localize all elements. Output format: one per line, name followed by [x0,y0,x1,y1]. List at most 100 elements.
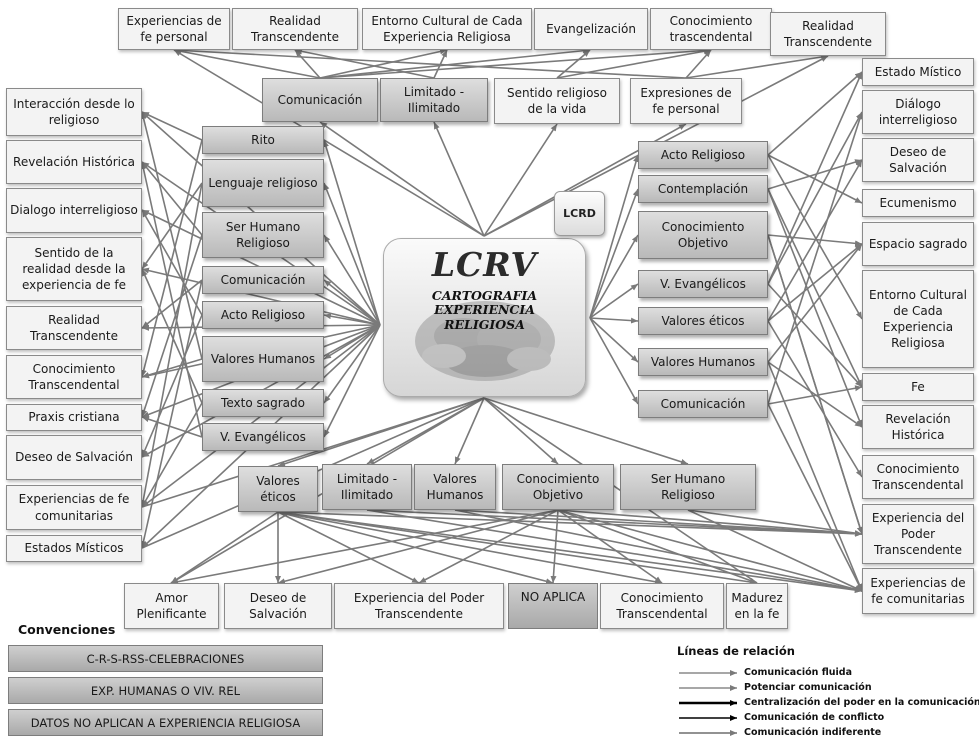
legend-title: Líneas de relación [677,644,795,658]
right-inner-comunicacion: Comunicación [638,390,768,418]
top-inner-limitado-ilimitado: Limitado - Ilimitado [380,78,488,122]
left-inner-texto-sagrado: Texto sagrado [202,389,324,417]
right-outer-experiencia-poder: Experiencia del Poder Transcendente [862,504,974,564]
left-inner-valores-humanos: Valores Humanos [202,336,324,382]
relation-line [277,509,559,585]
relation-line [173,47,687,79]
relation-line [323,279,381,326]
relation-line [687,509,863,537]
relation-line [277,511,863,594]
relation-line [767,159,863,322]
relation-line [767,71,863,156]
center-subtitle-line-2: EXPERIENCIA [434,302,535,318]
relation-line [277,511,420,584]
left-outer-deseo-salvacion: Deseo de Salvación [6,435,142,480]
center-subtitle: CARTOGRAFIA EXPERIENCIA RELIGIOSA [384,288,585,332]
relation-line [141,161,203,236]
bottom-inner-ser-humano-religioso: Ser Humano Religioso [620,464,756,510]
relation-line [685,54,829,79]
relation-line [767,154,863,204]
left-inner-v-evangelicos: V. Evangélicos [202,423,324,451]
left-outer-praxis-cristiana: Praxis cristiana [6,404,142,431]
relation-line [767,111,863,405]
right-outer-espacio-sagrado: Espacio sagrado [862,222,974,266]
hands-image [415,301,555,381]
relation-line [767,243,863,363]
left-inner-comunicacion: Comunicación [202,266,324,294]
relation-line [767,320,863,478]
relation-line [277,511,554,585]
relation-line [323,182,381,326]
relation-line [767,188,863,388]
relation-line [277,511,863,537]
relation-line [319,47,712,79]
legend-item-potenciar-comunicacion: Potenciar comunicación [744,682,872,693]
left-outer-conocimiento-transcendental: Conocimiento Transcendental [6,355,142,399]
relation-line [589,317,639,324]
center-node-lcrv: LCRV CARTOGRAFIA EXPERIENCIA RELIGIOSA [383,238,586,397]
center-title: LCRV [431,245,538,284]
relation-line [767,154,863,320]
right-outer-fe: Fe [862,373,974,401]
legend-item-comunicacion-fluida: Comunicación fluida [744,667,852,678]
relation-line [323,313,381,326]
relation-line [294,48,435,79]
relation-line [433,49,448,79]
relation-line [141,402,203,508]
left-inner-lenguaje-religioso: Lenguaje religioso [202,159,324,207]
relation-line [767,234,863,535]
relation-line [323,324,381,360]
center-subtitle-line-1: CARTOGRAFIA [431,288,538,303]
bottom-box-no-aplica: NO APLICA [508,583,598,629]
center-subtitle-line-3: RELIGIOSA [444,316,525,332]
relation-line [589,317,639,405]
top-inner-sentido-religioso: Sentido religioso de la vida [494,78,620,124]
relation-line [141,314,203,458]
right-inner-conocimiento-objetivo: Conocimiento Objetivo [638,211,768,259]
relation-line [433,121,485,237]
relation-line [141,268,203,404]
relation-line [173,48,321,79]
right-outer-estado-mistico: Estado Místico [862,58,974,86]
left-outer-interaccion-religioso: Interacción desde lo religioso [6,88,142,136]
top-box-experiencias-fe-personal: Experiencias de fe personal [118,8,230,50]
relation-line [767,188,863,428]
left-inner-rito: Rito [202,126,324,154]
relation-line [140,111,203,360]
relation-line [767,234,863,247]
relation-line [294,49,321,79]
top-inner-expresiones-fe: Expresiones de fe personal [630,78,742,124]
left-outer-sentido-realidad: Sentido de la realidad desde la experien… [6,237,142,301]
relation-line [277,511,758,585]
relation-line [687,509,863,592]
bottom-box-conocimiento-transcendental: Conocimiento Transcendental [600,583,724,629]
bottom-box-madurez-fe: Madurez en la fe [726,583,788,629]
relation-line [323,324,381,438]
relation-line [767,234,863,535]
relation-line [767,403,863,592]
relation-line [319,121,485,237]
relation-line [557,509,863,593]
relation-line [170,509,559,585]
relation-line [767,385,863,405]
relation-line [418,509,559,584]
bottom-inner-limitado-ilimitado: Limitado - Ilimitado [322,464,412,510]
relation-line [141,416,203,438]
right-outer-ecumenismo: Ecumenismo [862,189,974,217]
right-inner-acto-religioso: Acto Religioso [638,141,768,169]
relation-line [767,111,863,285]
right-outer-deseo-salvacion: Deseo de Salvación [862,138,974,182]
left-outer-estados-misticos: Estados Místicos [6,535,142,562]
bottom-box-experiencia-poder: Experiencia del Poder Transcendente [334,583,504,629]
relation-line [767,283,863,388]
relation-line [323,139,381,326]
relation-line [767,71,863,285]
legend-item-centralizacion-poder: Centralización del poder en la comunicac… [744,697,979,708]
bottom-box-deseo-salvacion: Deseo de Salvación [224,583,332,629]
top-box-evangelizacion: Evangelización [534,8,648,50]
relation-line [140,139,203,378]
relation-line [556,49,591,79]
relation-line [767,361,863,592]
relation-line [483,123,558,237]
relation-line [589,234,639,319]
